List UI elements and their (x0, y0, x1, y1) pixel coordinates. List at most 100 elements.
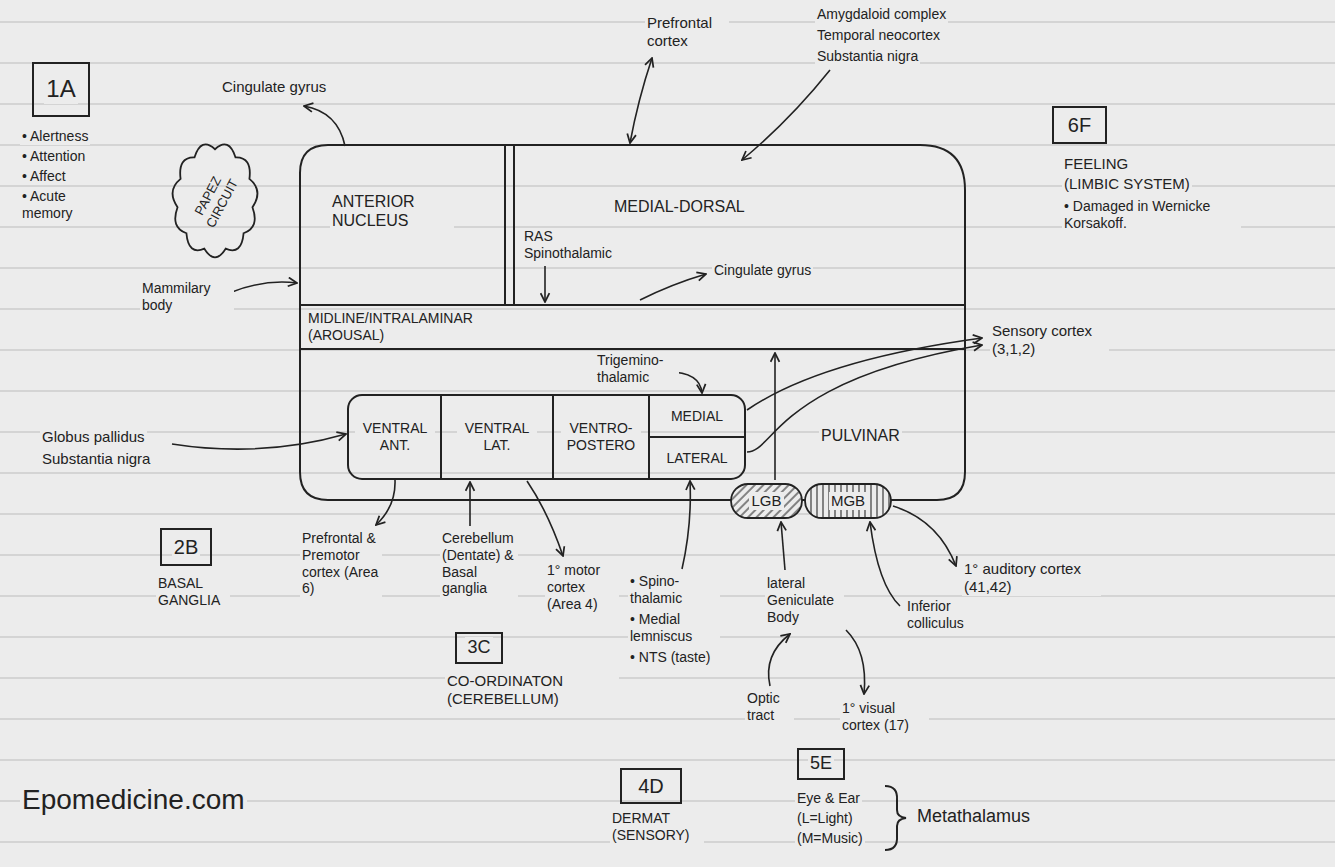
ruled-paper (0, 22, 1335, 842)
divider-line (440, 395, 442, 479)
cloud-shape (173, 144, 258, 257)
annotation-text: Cerebellum (Dentate) & Basal ganglia (440, 530, 518, 597)
thalamus-border (300, 145, 965, 500)
node-text: PULVINAR (819, 426, 902, 445)
geniculate-body: LGB (730, 483, 803, 519)
annotation-text: FEELING (1062, 155, 1130, 173)
leader-arrow (304, 106, 345, 146)
annotation-text: Substantia nigra (815, 48, 920, 65)
leader-arrow (172, 434, 346, 449)
section-box: 6F (1052, 106, 1107, 144)
node-text: 5E (808, 753, 834, 775)
section-box: 4D (620, 768, 682, 804)
annotation-text: 1° auditory cortex (41,42) (962, 560, 1101, 596)
divider-line (649, 436, 745, 438)
nucleus-region: PULVINAR (779, 351, 962, 497)
annotation-text: lateral Geniculate Body (765, 575, 844, 625)
section-box: 2B (160, 528, 212, 566)
annotation-text: Substantia nigra (40, 450, 152, 468)
lamina-band: MIDLINE/INTRALAMINAR (AROUSAL) (302, 306, 963, 348)
ventral-group-outline (348, 395, 745, 479)
annotation-text: Trigemino-thalamic (595, 352, 679, 386)
section-box: 5E (797, 748, 845, 780)
annotation-text: • Spino-thalamic (628, 573, 720, 607)
leader-arrow (893, 506, 956, 566)
nucleus-cell: MEDIAL (650, 397, 744, 436)
node-text: VENTRO- POSTERO (561, 420, 641, 454)
node-text: MGB (829, 492, 867, 510)
annotation-text: CO-ORDINATON (CEREBELLUM) (445, 672, 619, 708)
annotation-text: Prefrontal cortex (645, 14, 729, 50)
leader-arrow (682, 481, 690, 569)
ruled-line (0, 62, 1335, 63)
oval-shape (731, 484, 802, 518)
oval-shape (805, 484, 891, 518)
node-text: MEDIAL-DORSAL (612, 197, 747, 216)
leader-arrow (469, 482, 471, 526)
annotation-text: Sensory cortex (3,1,2) (990, 322, 1109, 358)
ruled-line (0, 759, 1335, 760)
leader-arrow (376, 480, 395, 525)
oval-ground (731, 484, 802, 518)
ruled-line (0, 472, 1335, 473)
lamina-line (300, 304, 965, 306)
annotation-text: • Attention (20, 148, 87, 165)
node-text: PAPEZ CIRCUIT (183, 159, 246, 241)
annotation-text: • Medial lemniscus (628, 611, 720, 645)
leader-arrow (870, 522, 900, 606)
leader-arrow (630, 58, 652, 143)
node-text: LATERAL (664, 450, 729, 467)
annotation-text: (LIMBIC SYSTEM) (1062, 175, 1192, 193)
annotation-text: Amygdaloid complex (815, 6, 948, 23)
annotation-text: • Acute memory (20, 188, 94, 222)
pulvinar-divider-arrow (774, 353, 776, 480)
curly-bracket (885, 786, 906, 850)
divider-line (504, 145, 506, 305)
annotation-text: • Affect (20, 168, 68, 185)
annotation-text: Temporal neocortex (815, 27, 942, 44)
nucleus-region: MEDIAL-DORSAL (517, 147, 963, 303)
nucleus-cell: VENTRAL LAT. (442, 397, 552, 477)
ruled-line (0, 431, 1335, 432)
annotation-text: DERMAT (SENSORY) (610, 810, 704, 844)
thalamus-outline (300, 145, 965, 500)
group-label: Metathalamus (915, 806, 1032, 828)
annotation-text: Eye & Ear (795, 790, 862, 807)
ruled-line (0, 267, 1335, 268)
annotation-text: (L=Light) (795, 810, 855, 827)
nucleus-cell: LATERAL (650, 438, 744, 478)
annotation-text: Globus pallidus (40, 428, 147, 446)
leader-arrow (742, 70, 830, 160)
ruled-line (0, 718, 1335, 719)
ruled-line (0, 349, 1335, 350)
ruled-line (0, 390, 1335, 391)
geniculate-body: MGB (804, 483, 892, 519)
leader-arrow (640, 274, 706, 300)
section-box: 1A (32, 62, 90, 117)
leader-arrow (781, 522, 785, 570)
node-text: LGB (749, 492, 783, 510)
node-text: VENTRAL ANT. (355, 420, 435, 454)
ruled-line (0, 513, 1335, 514)
node-text: 4D (636, 774, 666, 798)
nucleus-cell: VENTRO- POSTERO (554, 397, 648, 477)
watermark: Epomedicine.com (20, 783, 247, 817)
annotation-text: • NTS (taste) (628, 649, 712, 666)
annotation-text: RAS Spinothalamic (522, 228, 626, 262)
leader-arrow (544, 266, 546, 302)
annotation-text: Inferior colliculus (905, 598, 989, 632)
annotation-text: Cingulate gyrus (220, 78, 328, 96)
node-text: 6F (1066, 113, 1093, 137)
divider-line (513, 145, 515, 305)
section-box: 3C (455, 632, 503, 664)
annotation-text: • Alertness (20, 128, 90, 145)
leader-arrow (232, 282, 297, 292)
node-text: VENTRAL LAT. (457, 420, 537, 454)
annotation-text: 1° visual cortex (17) (840, 700, 929, 734)
nucleus-region: ANTERIOR NUCLEUS (302, 147, 502, 303)
annotation-text: 1° motor cortex (Area 4) (545, 562, 619, 612)
annotation-text: Mammilary body (140, 280, 234, 314)
